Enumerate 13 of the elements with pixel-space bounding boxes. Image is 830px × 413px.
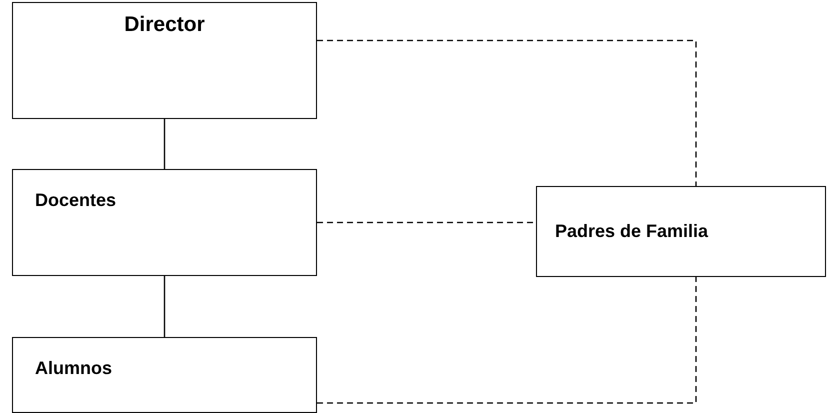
connector-line <box>164 276 166 337</box>
box-label: Docentes <box>35 190 116 211</box>
org-box <box>12 337 317 413</box>
org-box <box>536 186 826 277</box>
dashed-connector <box>317 40 697 186</box>
box-label: Alumnos <box>35 358 112 379</box>
box-label: Director <box>124 13 205 37</box>
box-label: Padres de Familia <box>555 221 708 242</box>
dashed-connector <box>317 277 697 404</box>
org-box <box>12 169 317 276</box>
org-box <box>12 2 317 119</box>
connector-line <box>164 119 166 169</box>
dashed-connector <box>317 222 536 224</box>
